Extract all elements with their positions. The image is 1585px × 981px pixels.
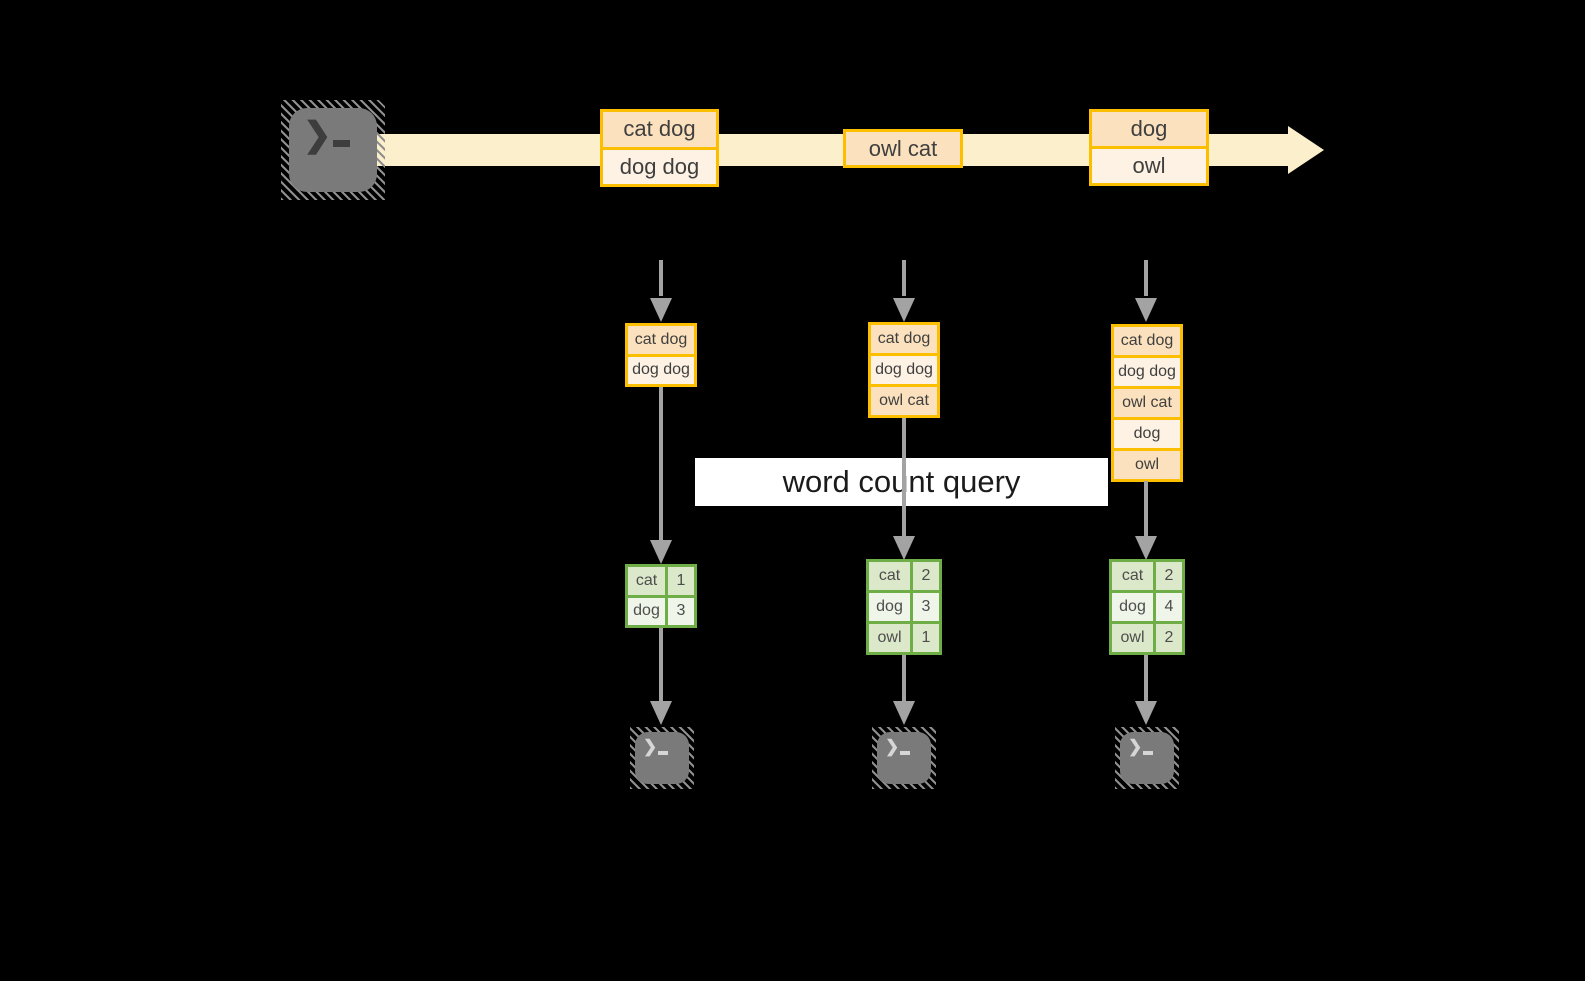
count-table-1: cat 1 dog 3 <box>625 564 697 628</box>
snapshot-cell: owl cat <box>871 384 937 415</box>
word-cell: cat <box>1121 567 1144 584</box>
word-cell: owl <box>877 629 902 646</box>
connector-head-bot-2 <box>893 701 915 725</box>
snapshot-cell: owl <box>1114 448 1180 479</box>
event-cell: dog dog <box>603 146 716 184</box>
stream-arrowhead-icon <box>1288 126 1324 174</box>
prompt-underscore-icon <box>333 140 350 147</box>
snapshot-cell: owl cat <box>1114 386 1180 417</box>
snapshot-cell: dog dog <box>628 353 694 384</box>
count-table-2: cat 2 dog 3 owl 1 <box>866 559 942 655</box>
terminal-output-icon-1: ❯ <box>630 727 694 789</box>
count-row: cat 2 <box>869 562 939 590</box>
dashed-arrow-head-3 <box>1135 298 1157 322</box>
count-row: owl 1 <box>869 621 939 652</box>
count-row: dog 3 <box>869 590 939 621</box>
snapshot-cell: cat dog <box>628 326 694 354</box>
count-row: cat 2 <box>1112 562 1182 590</box>
stream-event-3: dog owl <box>1089 109 1209 186</box>
snapshot-3: cat dog dog dog owl cat dog owl <box>1111 324 1183 482</box>
connector-head-mid-2 <box>893 536 915 560</box>
dashed-arrow-line-2 <box>902 260 906 296</box>
connector-head-bot-1 <box>650 701 672 725</box>
prompt-chevron-icon: ❯ <box>643 737 658 756</box>
word-cell: cat <box>878 567 901 584</box>
query-label: word count query <box>782 464 1021 499</box>
count-cell: 2 <box>910 562 939 590</box>
dashed-arrow-line-3 <box>1144 260 1148 296</box>
snapshot-2: cat dog dog dog owl cat <box>868 322 940 418</box>
terminal-window-icon: ❯ <box>877 732 931 784</box>
event-cell: dog <box>1092 112 1206 146</box>
count-cell: 2 <box>1153 624 1182 652</box>
count-cell: 2 <box>1153 562 1182 590</box>
terminal-window-icon: ❯ <box>1120 732 1174 784</box>
snapshot-cell: dog dog <box>1114 355 1180 386</box>
prompt-underscore-icon <box>658 751 668 755</box>
word-cell: dog <box>633 602 660 620</box>
snapshot-cell: cat dog <box>871 325 937 353</box>
snapshot-1: cat dog dog dog <box>625 323 697 387</box>
count-cell: 4 <box>1153 593 1182 621</box>
connector-line-mid-3 <box>1144 481 1148 538</box>
prompt-chevron-icon: ❯ <box>303 116 332 154</box>
event-cell: cat dog <box>603 112 716 147</box>
count-cell: 1 <box>910 624 939 652</box>
dashed-arrow-head-2 <box>893 298 915 322</box>
dashed-arrow-line-1 <box>659 260 663 296</box>
connector-line-mid-2 <box>902 418 906 538</box>
prompt-underscore-icon <box>900 751 910 755</box>
terminal-output-icon-2: ❯ <box>872 727 936 789</box>
connector-line-mid-1 <box>659 387 663 542</box>
count-row: owl 2 <box>1112 621 1182 652</box>
snapshot-cell: cat dog <box>1114 327 1180 355</box>
count-row: cat 1 <box>628 567 694 595</box>
event-cell: owl <box>1092 146 1206 183</box>
count-table-3: cat 2 dog 4 owl 2 <box>1109 559 1185 655</box>
stream-event-1: cat dog dog dog <box>600 109 719 187</box>
prompt-chevron-icon: ❯ <box>885 737 900 756</box>
connector-line-bot-1 <box>659 628 663 703</box>
snapshot-cell: dog <box>1114 417 1180 448</box>
dashed-arrow-head-1 <box>650 298 672 322</box>
count-cell: 3 <box>910 593 939 621</box>
word-cell: cat <box>635 571 658 589</box>
terminal-window-icon: ❯ <box>289 108 377 192</box>
word-cell: dog <box>876 598 903 615</box>
prompt-underscore-icon <box>1143 751 1153 755</box>
connector-head-mid-1 <box>650 540 672 564</box>
stream-event-2: owl cat <box>843 129 963 168</box>
terminal-output-icon-3: ❯ <box>1115 727 1179 789</box>
prompt-chevron-icon: ❯ <box>1128 737 1143 756</box>
snapshot-cell: dog dog <box>871 353 937 384</box>
count-cell: 1 <box>665 567 694 595</box>
word-cell: owl <box>1120 629 1145 646</box>
event-cell: owl cat <box>846 132 960 165</box>
count-cell: 3 <box>665 597 694 625</box>
count-row: dog 4 <box>1112 590 1182 621</box>
connector-line-bot-2 <box>902 655 906 703</box>
connector-line-bot-3 <box>1144 655 1148 703</box>
terminal-source-icon: ❯ <box>281 100 385 200</box>
terminal-window-icon: ❯ <box>635 732 689 784</box>
word-cell: dog <box>1119 598 1146 615</box>
connector-head-bot-3 <box>1135 701 1157 725</box>
query-banner: word count query <box>695 458 1108 506</box>
count-row: dog 3 <box>628 594 694 625</box>
connector-head-mid-3 <box>1135 536 1157 560</box>
